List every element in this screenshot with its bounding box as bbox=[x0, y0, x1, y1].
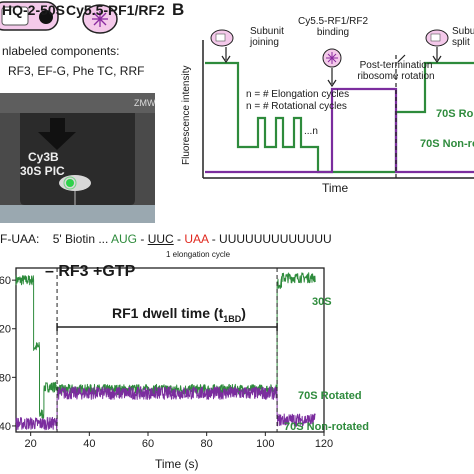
label-70s-nonrotated-schematic: 70S Non-ro bbox=[420, 138, 474, 150]
y-tick-label-80: 80 bbox=[0, 372, 11, 384]
sequence-dash-1: - bbox=[137, 232, 148, 246]
subunit-joining-label: Subunit joining bbox=[250, 26, 284, 48]
label-50s: HQ-2-50S bbox=[2, 2, 66, 18]
plot-frame bbox=[15, 267, 325, 433]
schematic-xlabel: Time bbox=[322, 181, 349, 195]
x-tick-label-100: 100 bbox=[256, 438, 274, 450]
rf-icon bbox=[82, 4, 118, 34]
x-tick-label-40: 40 bbox=[83, 438, 95, 450]
x-tick-label-120: 120 bbox=[315, 438, 333, 450]
ellipsis-label: ...n bbox=[304, 126, 318, 137]
elongation-note: 1 elongation cycle bbox=[166, 250, 231, 259]
codon-uaa: UAA bbox=[184, 232, 209, 246]
y-tick-label-120: 120 bbox=[0, 324, 11, 336]
sequence-tail: - UUUUUUUUUUUUU bbox=[208, 232, 332, 246]
label-rf: Cy5.5-RF1/RF2 bbox=[66, 2, 165, 18]
rf-binding-icon bbox=[322, 48, 342, 68]
codon-aug: AUG bbox=[111, 232, 138, 246]
y-tick-label-160: 160 bbox=[0, 275, 11, 287]
x-tick-label-60: 60 bbox=[142, 438, 154, 450]
zmw-label: ZMW bbox=[134, 98, 156, 108]
x-tick-label-20: 20 bbox=[25, 438, 37, 450]
sequence-line: F-UAA: 5' Biotin ... AUG - UUC - UAA - U… bbox=[0, 232, 332, 246]
schematic-purple-trace bbox=[205, 87, 474, 174]
ribosome-50s-icon bbox=[0, 1, 59, 31]
unlabeled-title: nlabeled components: bbox=[2, 44, 120, 58]
sequence-dash-2: - bbox=[173, 232, 185, 246]
sequence-text: 5' Biotin ... bbox=[52, 232, 112, 246]
panel-b-letter: B bbox=[172, 0, 185, 19]
sequence-prefix: F-UAA: bbox=[0, 232, 40, 246]
chart-xlabel: Time (s) bbox=[155, 457, 199, 471]
cy3b-label: Cy3B bbox=[28, 150, 59, 164]
label-70s-rotated: 70S Rotated bbox=[298, 390, 362, 402]
subunit-split-label: Subu split bbox=[452, 26, 474, 48]
chart-title: – RF3 +GTP bbox=[45, 263, 136, 280]
pic-label: 30S PIC bbox=[20, 164, 65, 178]
subunit-split-icon bbox=[425, 29, 449, 47]
label-70s-nonrotated: 70S Non-rotated bbox=[284, 421, 369, 433]
unlabeled-list: RF3, EF-G, Phe TC, RRF bbox=[8, 64, 145, 78]
label-70s-rotated-schematic: 70S Ro bbox=[436, 108, 474, 120]
n-rotation-label: n = # Rotational cycles bbox=[246, 101, 347, 112]
zmw-illustration bbox=[0, 93, 155, 223]
n-elongation-label: n = # Elongation cycles bbox=[246, 89, 350, 100]
x-tick-label-80: 80 bbox=[201, 438, 213, 450]
rf-binding-label: Cy5.5-RF1/RF2 binding bbox=[297, 16, 368, 38]
y-tick-label-40: 40 bbox=[0, 421, 11, 433]
label-30s: 30S bbox=[312, 296, 332, 308]
post-termination-label: Post-termination ribosome rotation bbox=[357, 60, 435, 82]
codon-uuc: UUC bbox=[147, 232, 174, 246]
series-purple-trace bbox=[15, 386, 316, 431]
subunit-joining-icon bbox=[210, 29, 234, 47]
dwell-time-annotation: RF1 dwell time (t1BD) bbox=[112, 305, 246, 324]
